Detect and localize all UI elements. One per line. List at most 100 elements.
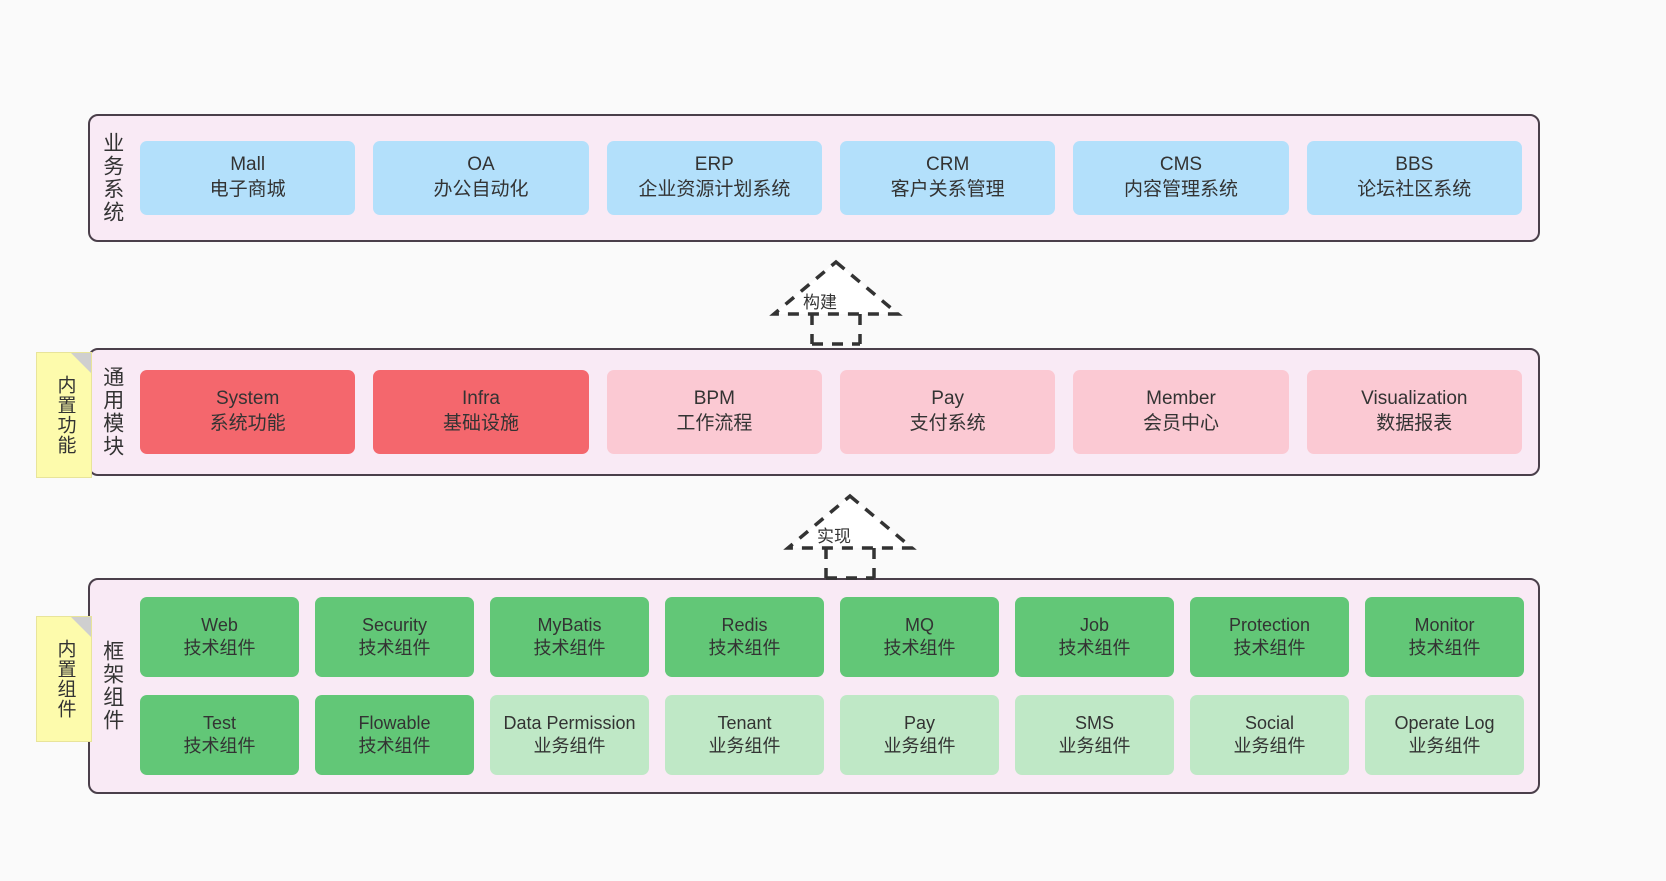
- card-title-en: CMS: [1159, 154, 1203, 176]
- card-mybatis[interactable]: MyBatis 技术组件: [490, 597, 649, 677]
- card-title-cn: 技术组件: [883, 638, 956, 658]
- card-title-en: Member: [1146, 388, 1216, 410]
- card-title-cn: 业务组件: [533, 736, 606, 756]
- layer-title-common: 通用模块: [100, 366, 124, 458]
- card-oa[interactable]: OA 办公自动化: [373, 141, 589, 215]
- card-bbs[interactable]: BBS 论坛社区系统: [1306, 141, 1522, 215]
- card-title-en: Operate Log: [1394, 712, 1495, 733]
- card-title-en: OA: [467, 154, 495, 176]
- card-flowable[interactable]: Flowable 技术组件: [315, 695, 474, 775]
- card-title-cn: 系统功能: [209, 413, 286, 434]
- card-title-cn: 支付系统: [909, 413, 986, 434]
- card-mq[interactable]: MQ 技术组件: [840, 597, 999, 677]
- card-row: System 系统功能 Infra 基础设施 BPM 工作流程 Pay 支付系统…: [140, 370, 1522, 454]
- sticky-note-builtin-features[interactable]: 内置功能: [36, 352, 92, 478]
- card-row: Web 技术组件 Security 技术组件 MyBatis 技术组件 Redi…: [140, 597, 1524, 677]
- card-title-cn: 技术组件: [358, 736, 431, 756]
- card-cms[interactable]: CMS 内容管理系统: [1073, 141, 1289, 215]
- card-pay[interactable]: Pay 支付系统: [839, 370, 1056, 454]
- card-job[interactable]: Job 技术组件: [1015, 597, 1174, 677]
- card-title-en: ERP: [694, 154, 734, 176]
- card-crm[interactable]: CRM 客户关系管理: [839, 141, 1056, 215]
- card-title-cn: 技术组件: [183, 736, 256, 756]
- card-title-en: MQ: [905, 614, 934, 635]
- card-title-en: Pay: [931, 388, 965, 410]
- connector-build: 构建: [756, 256, 916, 346]
- sticky-note-label: 内置组件: [54, 639, 76, 719]
- card-redis[interactable]: Redis 技术组件: [665, 597, 824, 677]
- sticky-note-label: 内置功能: [54, 375, 76, 455]
- card-title-en: Visualization: [1361, 388, 1468, 410]
- card-title-cn: 基础设施: [442, 413, 519, 434]
- card-title-cn: 业务组件: [883, 736, 956, 756]
- card-title-en: Infra: [461, 388, 500, 410]
- card-title-en: MyBatis: [537, 614, 602, 635]
- card-web[interactable]: Web 技术组件: [140, 597, 299, 677]
- card-pay-component[interactable]: Pay 业务组件: [840, 695, 999, 775]
- card-test[interactable]: Test 技术组件: [140, 695, 299, 775]
- card-title-cn: 数据报表: [1376, 413, 1453, 434]
- layer-title-business: 业务系统: [100, 132, 124, 224]
- card-title-cn: 工作流程: [676, 413, 753, 434]
- card-title-en: System: [215, 388, 280, 410]
- layer-business-system[interactable]: 业务系统 Mall 电子商城 OA 办公自动化 ERP 企业资源计划系统 CRM…: [88, 114, 1540, 242]
- connector-label-implement: 实现: [817, 527, 851, 546]
- card-infra[interactable]: Infra 基础设施: [373, 370, 589, 454]
- card-sms[interactable]: SMS 业务组件: [1015, 695, 1174, 775]
- layer-body-framework: Web 技术组件 Security 技术组件 MyBatis 技术组件 Redi…: [134, 580, 1538, 792]
- card-title-cn: 业务组件: [1233, 736, 1306, 756]
- card-title-cn: 电子商城: [209, 179, 286, 200]
- arrowhead-triangle: [769, 259, 903, 316]
- card-title-en: CRM: [926, 154, 970, 176]
- sticky-note-builtin-components[interactable]: 内置组件: [36, 616, 92, 742]
- card-monitor[interactable]: Monitor 技术组件: [1365, 597, 1524, 677]
- card-title-en: Flowable: [358, 712, 431, 733]
- card-data-permission[interactable]: Data Permission 业务组件: [490, 695, 649, 775]
- card-social[interactable]: Social 业务组件: [1190, 695, 1349, 775]
- card-title-cn: 技术组件: [1058, 638, 1131, 658]
- card-bpm[interactable]: BPM 工作流程: [606, 370, 822, 454]
- card-title-en: Job: [1079, 614, 1110, 635]
- card-title-cn: 业务组件: [1058, 736, 1131, 756]
- layer-body-business: Mall 电子商城 OA 办公自动化 ERP 企业资源计划系统 CRM 客户关系…: [134, 116, 1538, 240]
- layer-title-framework: 框架组件: [100, 640, 124, 732]
- card-tenant[interactable]: Tenant 业务组件: [665, 695, 824, 775]
- card-title-cn: 业务组件: [708, 736, 781, 756]
- card-title-en: Pay: [903, 712, 936, 733]
- card-title-en: Security: [361, 614, 428, 635]
- arrow-shaft: [824, 548, 876, 580]
- card-title-cn: 论坛社区系统: [1357, 179, 1472, 200]
- card-title-en: BPM: [693, 388, 735, 410]
- card-title-en: SMS: [1074, 712, 1114, 733]
- card-security[interactable]: Security 技术组件: [315, 597, 474, 677]
- card-title-cn: 企业资源计划系统: [638, 179, 791, 200]
- card-title-en: BBS: [1395, 154, 1434, 176]
- card-visualization[interactable]: Visualization 数据报表: [1306, 370, 1522, 454]
- card-title-en: Web: [201, 614, 238, 635]
- card-row: Test 技术组件 Flowable 技术组件 Data Permission …: [140, 695, 1524, 775]
- card-title-en: Tenant: [717, 712, 772, 733]
- card-title-cn: 技术组件: [1408, 638, 1481, 658]
- arrow-shaft: [810, 314, 862, 346]
- card-title-en: Redis: [721, 614, 768, 635]
- card-row: Mall 电子商城 OA 办公自动化 ERP 企业资源计划系统 CRM 客户关系…: [140, 141, 1522, 215]
- card-mall[interactable]: Mall 电子商城: [140, 141, 356, 215]
- card-title-cn: 技术组件: [708, 638, 781, 658]
- card-operate-log[interactable]: Operate Log 业务组件: [1365, 695, 1524, 775]
- card-title-en: Monitor: [1414, 614, 1475, 635]
- card-title-cn: 办公自动化: [433, 179, 529, 200]
- card-title-en: Protection: [1228, 614, 1311, 635]
- card-title-cn: 会员中心: [1142, 413, 1219, 434]
- card-erp[interactable]: ERP 企业资源计划系统: [606, 141, 822, 215]
- card-title-cn: 技术组件: [358, 638, 431, 658]
- card-title-cn: 内容管理系统: [1123, 179, 1238, 200]
- card-member[interactable]: Member 会员中心: [1073, 370, 1289, 454]
- arrowhead-triangle: [783, 493, 917, 550]
- connector-label-build: 构建: [803, 293, 837, 312]
- card-protection[interactable]: Protection 技术组件: [1190, 597, 1349, 677]
- layer-framework-component[interactable]: 框架组件 Web 技术组件 Security 技术组件 MyBatis 技术组件…: [88, 578, 1540, 794]
- layer-common-module[interactable]: 通用模块 System 系统功能 Infra 基础设施 BPM 工作流程 Pay…: [88, 348, 1540, 476]
- card-system[interactable]: System 系统功能: [140, 370, 356, 454]
- card-title-cn: 技术组件: [183, 638, 256, 658]
